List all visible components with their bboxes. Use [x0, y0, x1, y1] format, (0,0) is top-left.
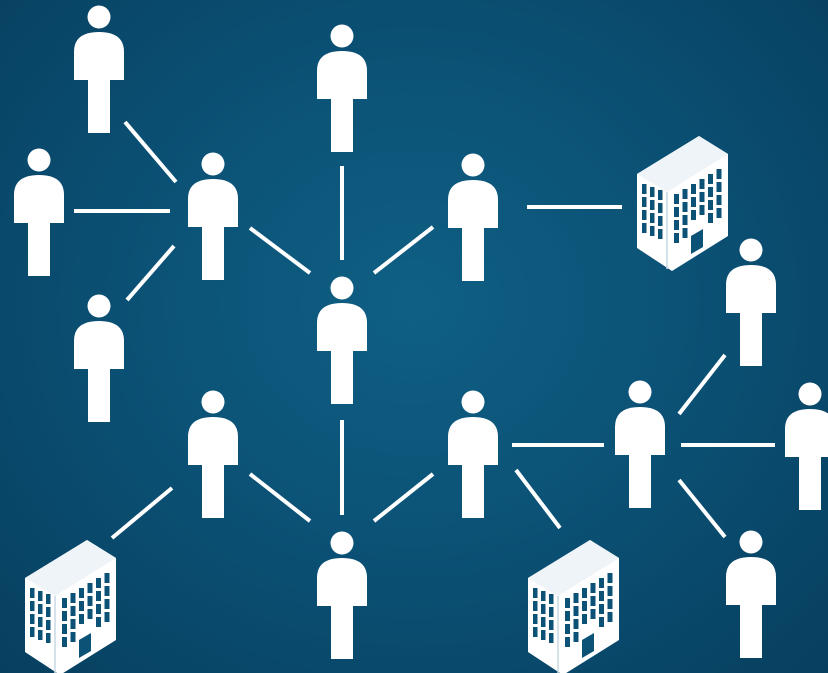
office-building-icon: [528, 540, 619, 673]
office-building-icon: [637, 136, 728, 271]
connection-line: [372, 472, 435, 523]
person-icon: [726, 238, 776, 366]
connection-line: [677, 478, 727, 539]
connection-line: [677, 353, 727, 416]
connection-line: [248, 472, 312, 523]
person-icon: [785, 382, 828, 510]
connection-line: [125, 244, 176, 302]
person-icon: [448, 390, 498, 518]
person-icon: [317, 24, 367, 152]
person-icon: [74, 294, 124, 422]
connection-line: [514, 468, 562, 530]
office-building-icon: [25, 540, 116, 673]
connection-line: [123, 120, 178, 184]
person-icon: [14, 148, 64, 276]
person-icon: [188, 152, 238, 280]
person-icon: [448, 153, 498, 281]
person-icon: [615, 380, 665, 508]
person-icon: [317, 531, 367, 659]
person-icon: [726, 530, 776, 658]
connection-lines: [74, 120, 775, 540]
person-icon: [317, 276, 367, 404]
network-nodes: [14, 5, 828, 673]
connection-line: [248, 226, 312, 275]
person-icon: [74, 5, 124, 133]
connection-line: [372, 225, 435, 275]
connection-line: [110, 486, 174, 540]
person-icon: [188, 390, 238, 518]
